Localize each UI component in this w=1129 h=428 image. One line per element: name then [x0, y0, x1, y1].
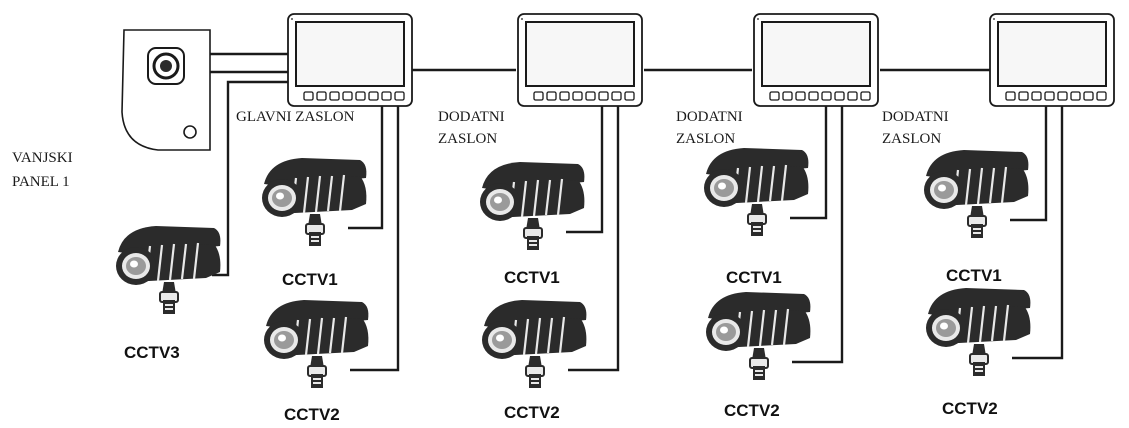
camera-m3-cctv2 [704, 290, 812, 382]
cctv-camera-icon [702, 146, 810, 238]
camera-cctv3-label: CCTV3 [124, 343, 180, 362]
wire-m2-cctv1 [566, 104, 604, 234]
camera-m4-cctv1 [922, 148, 1030, 240]
camera-m3-cctv1-label: CCTV1 [726, 268, 782, 287]
wire-cctv3 [212, 80, 288, 277]
monitor-3-label-line1: DODATNI [676, 109, 743, 125]
call-button-icon [183, 125, 197, 139]
cctv-camera-icon [260, 156, 368, 248]
monitor-2-label-line2: ZASLON [438, 131, 497, 147]
wiring [210, 52, 1064, 372]
monitor-icon [753, 13, 879, 107]
camera-m3-cctv1 [702, 146, 810, 238]
monitor-3-label-line2: ZASLON [676, 131, 735, 147]
cctv-camera-icon [114, 224, 222, 316]
cctv-camera-icon [704, 290, 812, 382]
camera-m2-cctv1 [478, 160, 586, 252]
outdoor-panel-label-line1: VANJSKI [12, 150, 73, 166]
monitor-4-label-line1: DODATNI [882, 109, 949, 125]
camera-m3-cctv2-label: CCTV2 [724, 401, 780, 420]
outdoor-panel [121, 29, 211, 151]
camera-main-cctv1 [260, 156, 368, 248]
cctv-camera-icon [262, 298, 370, 390]
outdoor-panel-label-line2: PANEL 1 [12, 174, 70, 190]
wire-main-cctv2 [350, 104, 400, 372]
monitor-3 [753, 13, 879, 107]
camera-m2-cctv2 [480, 298, 588, 390]
camera-m2-cctv2-label: CCTV2 [504, 403, 560, 422]
wire-m4-cctv1 [1010, 104, 1048, 222]
wire-m2-cctv2 [568, 104, 620, 372]
camera-cctv3 [114, 224, 222, 316]
wire-m3-cctv1 [790, 104, 828, 220]
camera-main-cctv2 [262, 298, 370, 390]
wire-m3-cctv2 [792, 104, 844, 364]
monitor-4-label-line2: ZASLON [882, 131, 941, 147]
camera-main-cctv1-label: CCTV1 [282, 270, 338, 289]
monitor-icon [287, 13, 413, 107]
cctv-camera-icon [924, 286, 1032, 378]
camera-m4-cctv1-label: CCTV1 [946, 266, 1002, 285]
camera-m4-cctv2 [924, 286, 1032, 378]
camera-m2-cctv1-label: CCTV1 [504, 268, 560, 287]
cctv-camera-icon [480, 298, 588, 390]
camera-main-cctv2-label: CCTV2 [284, 405, 340, 424]
monitor-icon [989, 13, 1115, 107]
wire-m4-cctv2 [1012, 104, 1064, 360]
wire-main-cctv1 [348, 104, 384, 230]
cctv-camera-icon [478, 160, 586, 252]
monitor-main [287, 13, 413, 107]
camera-m4-cctv2-label: CCTV2 [942, 399, 998, 418]
monitor-4 [989, 13, 1115, 107]
cctv-camera-icon [922, 148, 1030, 240]
monitor-2 [517, 13, 643, 107]
monitor-main-label: GLAVNI ZASLON [236, 109, 355, 125]
monitor-icon [517, 13, 643, 107]
monitor-2-label-line1: DODATNI [438, 109, 505, 125]
